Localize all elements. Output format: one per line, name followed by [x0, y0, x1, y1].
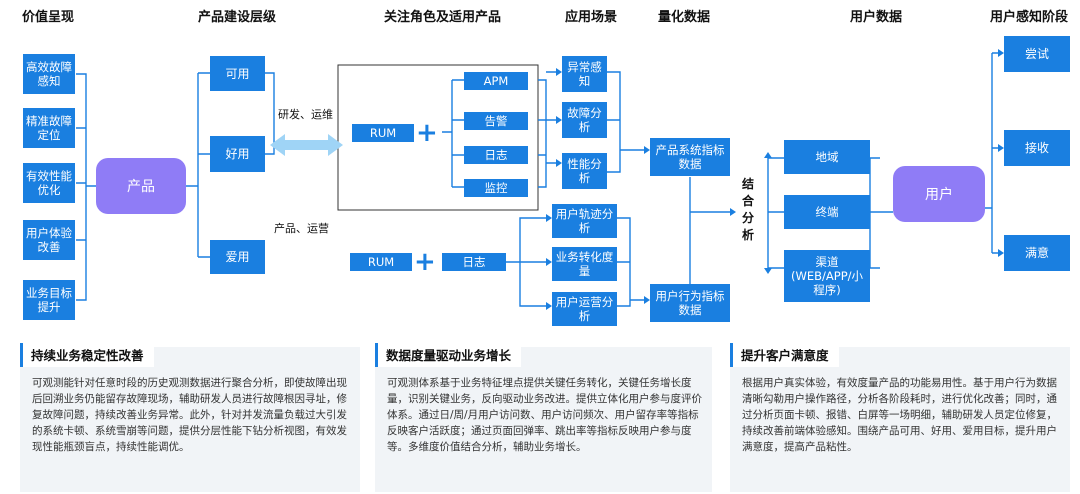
header-stage: 用户感知阶段 — [990, 10, 1069, 25]
scene-operation: 用户运营分析 — [552, 292, 617, 326]
level-usable: 可用 — [210, 56, 265, 91]
quant-behavior: 用户行为指标数据 — [650, 284, 730, 322]
header-userdata: 用户数据 — [850, 10, 903, 25]
panel-title: 持续业务稳定性改善 — [20, 343, 154, 367]
panel-title: 数据度量驱动业务增长 — [375, 343, 522, 367]
plus-icon: + — [416, 118, 438, 148]
header-roles: 关注角色及适用产品 — [384, 10, 502, 25]
combine-analysis: 结合分析 — [742, 177, 755, 242]
panel-stability: 持续业务稳定性改善 可观测能针对任意时段的历史观测数据进行聚合分析，即使故障出现… — [20, 343, 360, 492]
scene-conversion: 业务转化度量 — [552, 247, 617, 281]
userdata-device: 终端 — [784, 195, 870, 229]
header-value: 价值呈现 — [22, 10, 75, 25]
stage-accept: 接收 — [1004, 130, 1070, 166]
connector-lines — [76, 49, 1004, 310]
userdata-channel: 渠道(WEB/APP/小程序) — [784, 250, 870, 302]
panel-body: 根据用户真实体验，有效度量产品的功能易用性。基于用户行为数据清晰勾勒用户操作路径… — [742, 377, 1057, 453]
level-love: 爱用 — [210, 240, 265, 274]
userdata-region: 地域 — [784, 140, 870, 174]
stage-satisfied: 满意 — [1004, 235, 1070, 271]
quant-system: 产品系统指标数据 — [650, 138, 730, 176]
role-label-dev: 研发、运维 — [278, 108, 333, 121]
header-quant: 量化数据 — [658, 10, 711, 25]
value-box: 业务目标提升 — [23, 280, 75, 320]
rum-box: RUM — [352, 124, 414, 142]
user-node: 用户 — [893, 166, 985, 222]
stage-try: 尝试 — [1004, 36, 1070, 72]
value-box: 有效性能优化 — [23, 163, 75, 203]
role-label-product: 产品、运营 — [274, 222, 329, 235]
product-node: 产品 — [96, 158, 186, 214]
panel-body: 可观测能针对任意时段的历史观测数据进行聚合分析，即使故障出现后回溯业务仍能留存故… — [32, 377, 347, 453]
alert-box: 告警 — [464, 112, 528, 130]
panel-body: 可观测体系基于业务特征埋点提供关键任务转化，关键任务增长度量，识别关键业务，反向… — [387, 377, 702, 453]
value-box: 精准故障定位 — [23, 108, 75, 148]
apm-box: APM — [464, 72, 528, 90]
scene-perf: 性能分析 — [562, 153, 607, 189]
panel-growth: 数据度量驱动业务增长 可观测体系基于业务特征埋点提供关键任务转化，关键任务增长度… — [375, 343, 712, 492]
header-levels: 产品建设层级 — [198, 10, 277, 25]
panel-title: 提升客户满意度 — [730, 343, 839, 367]
plus-icon: + — [414, 247, 436, 277]
log-box: 日志 — [464, 146, 528, 164]
value-box: 用户体验改善 — [23, 220, 75, 260]
panel-satisfaction: 提升客户满意度 根据用户真实体验，有效度量产品的功能易用性。基于用户行为数据清晰… — [730, 343, 1070, 492]
rum-box-2: RUM — [350, 253, 412, 271]
log-box-2: 日志 — [442, 253, 506, 271]
header-scenes: 应用场景 — [565, 10, 618, 25]
monitor-box: 监控 — [464, 179, 528, 197]
scene-anomaly: 异常感知 — [562, 56, 607, 92]
scene-fault: 故障分析 — [562, 102, 607, 138]
scene-track: 用户轨迹分析 — [552, 204, 617, 238]
level-good: 好用 — [210, 136, 265, 172]
value-box: 高效故障感知 — [23, 54, 75, 94]
